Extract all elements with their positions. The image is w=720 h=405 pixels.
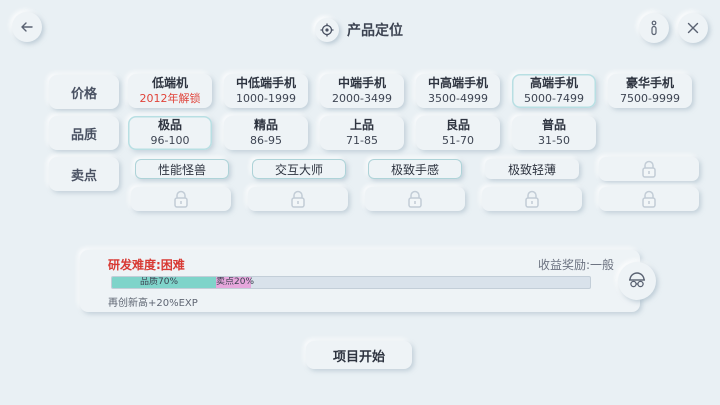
selling-fill-label: 卖点20% bbox=[216, 277, 255, 287]
option-range: 96-100 bbox=[150, 134, 190, 147]
row-label-quality: 品质 bbox=[49, 116, 119, 150]
quality-option-premium[interactable]: 极品 96-100 bbox=[128, 116, 212, 150]
price-option-mid-high[interactable]: 中高端手机 3500-4999 bbox=[416, 74, 500, 108]
option-name: 低端机 bbox=[151, 76, 188, 90]
arrow-left-icon bbox=[21, 22, 33, 32]
selling-point-thin[interactable]: 极致轻薄 bbox=[485, 159, 579, 179]
option-range: 1000-1999 bbox=[236, 92, 296, 105]
price-option-mid[interactable]: 中端手机 2000-3499 bbox=[320, 74, 404, 108]
option-range: 7500-9999 bbox=[620, 92, 680, 105]
quality-option-superior[interactable]: 上品 71-85 bbox=[320, 116, 404, 150]
locked-slot[interactable] bbox=[599, 187, 699, 211]
locked-slot[interactable] bbox=[482, 187, 582, 211]
quality-fill bbox=[112, 277, 232, 288]
option-name: 精品 bbox=[253, 118, 278, 132]
selling-fill bbox=[216, 277, 251, 288]
difficulty-text: 研发难度:困难 bbox=[108, 258, 185, 272]
quality-option-fine[interactable]: 精品 86-95 bbox=[224, 116, 308, 150]
quality-fill-label: 品质70% bbox=[140, 277, 179, 287]
option-name: 豪华手机 bbox=[625, 76, 674, 90]
quality-option-standard[interactable]: 普品 31-50 bbox=[512, 116, 596, 150]
ninja-icon bbox=[629, 272, 645, 288]
development-panel: 研发难度:困难 收益奖励:一般 品质70% 卖点20% 再创新高+20%EXP bbox=[80, 250, 640, 312]
padlock-icon bbox=[642, 190, 656, 208]
padlock-icon bbox=[408, 190, 422, 208]
selling-point-performance[interactable]: 性能怪兽 bbox=[135, 159, 229, 179]
option-name: 上品 bbox=[349, 118, 374, 132]
option-name: 极品 bbox=[157, 118, 182, 132]
locked-slot[interactable] bbox=[365, 187, 465, 211]
page-title: 产品定位 bbox=[347, 23, 403, 39]
selling-point-feel[interactable]: 极致手感 bbox=[368, 159, 462, 179]
option-name: 中高端手机 bbox=[427, 76, 488, 90]
option-name: 中端手机 bbox=[337, 76, 386, 90]
price-option-low[interactable]: 低端机 2012年解锁 bbox=[128, 74, 212, 108]
crosshair-icon bbox=[315, 18, 339, 42]
help-button[interactable] bbox=[639, 13, 669, 43]
row-label-price: 价格 bbox=[49, 75, 119, 109]
option-range: 31-50 bbox=[538, 134, 570, 147]
locked-slot[interactable] bbox=[248, 187, 348, 211]
reward-text: 收益奖励:一般 bbox=[537, 258, 614, 272]
price-option-high[interactable]: 高端手机 5000-7499 bbox=[512, 74, 596, 108]
info-icon bbox=[651, 20, 657, 36]
option-range: 5000-7499 bbox=[524, 92, 584, 105]
option-name: 高端手机 bbox=[529, 76, 578, 90]
option-name: 中低端手机 bbox=[235, 76, 296, 90]
progress-bar: 品质70% 卖点20% bbox=[111, 276, 591, 289]
header-title: 产品定位 bbox=[315, 18, 403, 42]
option-range: 86-95 bbox=[250, 134, 282, 147]
option-range: 2000-3499 bbox=[332, 92, 392, 105]
locked-slot[interactable] bbox=[599, 157, 699, 181]
back-button[interactable] bbox=[12, 12, 42, 42]
option-name: 普品 bbox=[541, 118, 566, 132]
row-label-selling: 卖点 bbox=[49, 157, 119, 191]
price-option-low-mid[interactable]: 中低端手机 1000-1999 bbox=[224, 74, 308, 108]
close-icon bbox=[687, 22, 699, 34]
padlock-icon bbox=[525, 190, 539, 208]
locked-slot[interactable] bbox=[131, 187, 231, 211]
bonus-text: 再创新高+20%EXP bbox=[108, 298, 198, 309]
option-name: 良品 bbox=[445, 118, 470, 132]
option-range: 51-70 bbox=[442, 134, 474, 147]
selling-point-interaction[interactable]: 交互大师 bbox=[252, 159, 346, 179]
start-project-button[interactable]: 项目开始 bbox=[306, 341, 412, 369]
close-button[interactable] bbox=[678, 13, 708, 43]
padlock-icon bbox=[291, 190, 305, 208]
option-unlock-hint: 2012年解锁 bbox=[139, 92, 201, 105]
quality-option-good[interactable]: 良品 51-70 bbox=[416, 116, 500, 150]
padlock-icon bbox=[174, 190, 188, 208]
padlock-icon bbox=[642, 160, 656, 178]
price-option-luxury[interactable]: 豪华手机 7500-9999 bbox=[608, 74, 692, 108]
option-range: 3500-4999 bbox=[428, 92, 488, 105]
advisor-button[interactable] bbox=[618, 262, 656, 300]
option-range: 71-85 bbox=[346, 134, 378, 147]
